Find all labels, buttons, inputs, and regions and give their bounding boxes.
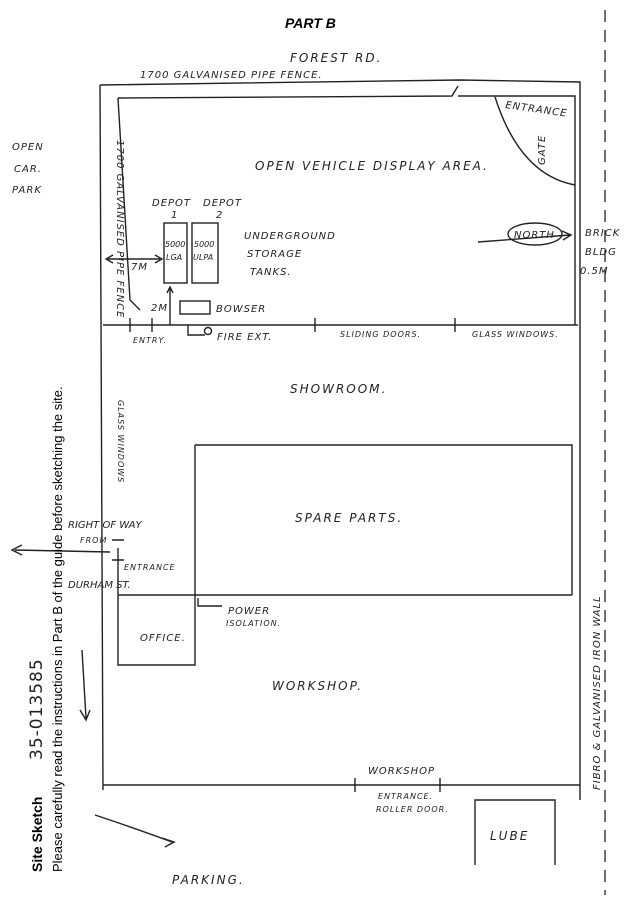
label-north: NORTH xyxy=(514,230,555,241)
north-arrow-icon xyxy=(477,230,573,243)
label-isolation: ISOLATION. xyxy=(226,619,281,628)
label-brick: BRICK xyxy=(585,228,621,239)
tank-1 xyxy=(163,222,188,284)
label-parking: PARKING. xyxy=(172,873,245,887)
curved-arrow-icon xyxy=(94,814,176,848)
label-from: FROM xyxy=(80,536,107,545)
distance-2m-arrow xyxy=(166,285,174,325)
label-depot-1: DEPOT xyxy=(152,198,191,209)
label-forest-rd: FOREST RD. xyxy=(290,51,382,65)
label-left-fence: 1700 GALVANISED PIPE FENCE xyxy=(114,140,125,318)
tank-2-capacity: 5000 xyxy=(194,240,214,249)
label-showroom: SHOWROOM. xyxy=(290,382,387,396)
tank-1-fuel: LGA xyxy=(166,253,182,262)
down-arrow-icon xyxy=(79,649,91,722)
building-outline xyxy=(103,324,580,865)
label-depot-1-num: 1 xyxy=(171,210,178,221)
label-depot-2-num: 2 xyxy=(216,210,223,221)
label-open: OPEN xyxy=(12,142,44,153)
label-bldg: BLDG xyxy=(585,247,617,258)
power-isolation-mark xyxy=(197,598,222,607)
right-of-way-arrow-icon xyxy=(10,544,111,556)
label-workshop: WORKSHOP. xyxy=(272,679,363,693)
label-durham-st: DURHAM ST. xyxy=(68,580,131,591)
label-power: POWER xyxy=(228,606,270,617)
label-workshop-entrance-2: ENTRANCE. xyxy=(378,792,433,801)
label-tanks: TANKS. xyxy=(250,267,292,278)
label-car: CAR. xyxy=(14,164,42,175)
label-distance-05m: 0.5M xyxy=(580,266,609,277)
fire-ext-box xyxy=(187,325,205,336)
lot-outline xyxy=(99,79,581,800)
label-glass-windows-side: GLASS WINDOWS xyxy=(116,400,125,483)
label-fire-ext: FIRE EXT. xyxy=(217,332,272,343)
label-storage: STORAGE xyxy=(247,249,302,260)
label-top-fence: 1700 GALVANISED PIPE FENCE. xyxy=(140,70,323,81)
label-sliding-doors: SLIDING DOORS. xyxy=(340,330,421,339)
label-spare-parts: SPARE PARTS. xyxy=(295,511,403,525)
label-7m: 7M xyxy=(131,262,148,273)
label-entrance-side: ENTRANCE xyxy=(124,563,176,572)
form-instructions: Please carefully read the instructions i… xyxy=(50,386,65,872)
label-office: OFFICE. xyxy=(140,633,186,644)
tank-1-capacity: 5000 xyxy=(165,240,185,249)
distance-7m-arrow xyxy=(104,254,164,264)
label-right-of-way: RIGHT OF WAY xyxy=(68,520,142,531)
label-2m: 2M xyxy=(151,303,168,314)
page-title: PART B xyxy=(285,15,336,31)
label-roller-door: ROLLER DOOR. xyxy=(376,805,449,814)
north-ellipse xyxy=(507,222,563,246)
label-side-wall: FIBRO & GALVANISED IRON WALL xyxy=(592,595,603,790)
tank-2-fuel: ULPA xyxy=(193,253,213,262)
label-underground: UNDERGROUND xyxy=(244,231,336,242)
reference-number: 35-013585 xyxy=(27,658,47,760)
fire-ext-icon xyxy=(203,326,213,336)
label-display-area: OPEN VEHICLE DISPLAY AREA. xyxy=(255,159,489,173)
form-heading: Site Sketch xyxy=(29,797,45,872)
bowser-box xyxy=(179,300,211,315)
label-entrance-top: ENTRANCE xyxy=(505,100,568,120)
label-depot-2: DEPOT xyxy=(203,198,242,209)
label-glass-windows-top: GLASS WINDOWS. xyxy=(472,330,559,339)
label-entry: ENTRY. xyxy=(133,336,167,345)
label-lube: LUBE xyxy=(490,829,529,843)
label-workshop-entrance-1: WORKSHOP xyxy=(368,766,435,777)
label-gate: GATE xyxy=(537,135,548,165)
tank-2 xyxy=(191,222,219,284)
tick-marks xyxy=(112,318,456,792)
label-park: PARK xyxy=(12,185,42,196)
label-bowser: BOWSER xyxy=(216,304,266,315)
